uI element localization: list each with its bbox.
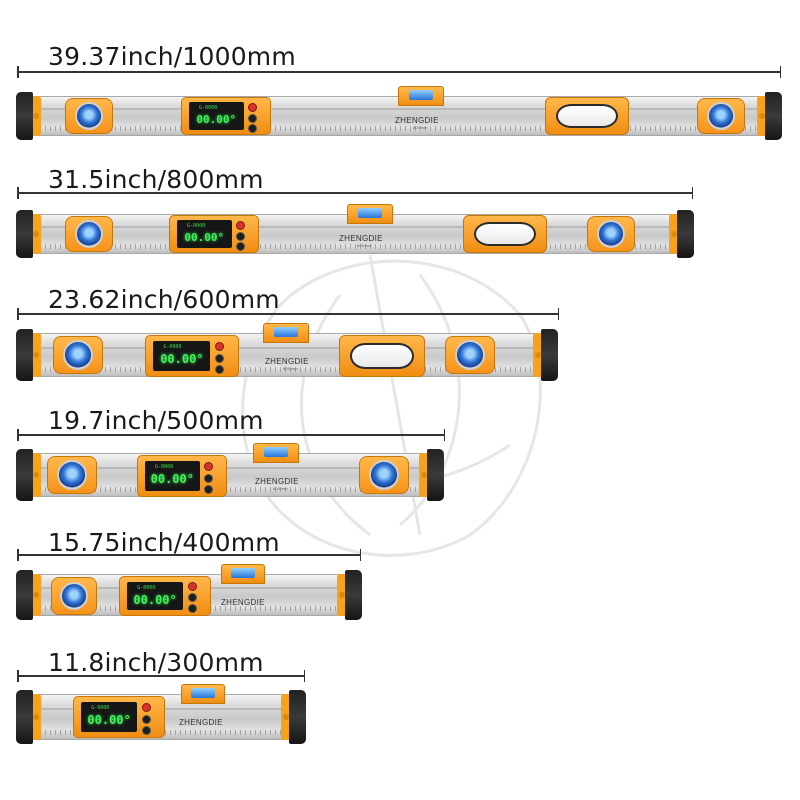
bubble-vial-right — [359, 456, 409, 494]
brand-label: ZHENGDIE — [179, 718, 223, 727]
angle-reading: 00.00° — [150, 472, 194, 487]
dimension-line — [17, 187, 693, 199]
bubble-vial-left — [65, 98, 113, 134]
grip-handle — [463, 215, 547, 253]
end-cap-right — [669, 210, 694, 258]
dimension-line — [17, 670, 305, 682]
top-vial — [398, 86, 444, 106]
top-vial — [181, 684, 225, 704]
end-cap-left — [16, 92, 41, 140]
end-cap-right — [757, 92, 782, 140]
bubble-vial-right — [697, 98, 745, 134]
mode-button[interactable] — [141, 714, 151, 724]
bubble-vial-left — [51, 577, 97, 615]
end-cap-left — [16, 210, 41, 258]
angle-reading: 00.00° — [133, 592, 177, 607]
bubble-vial-left — [47, 456, 97, 494]
end-cap-left — [16, 690, 41, 744]
size-label: 31.5inch/800mm — [48, 165, 264, 194]
power-button[interactable] — [141, 702, 151, 712]
hold-button[interactable] — [187, 604, 197, 614]
end-cap-right — [337, 570, 362, 620]
top-vial — [263, 323, 309, 343]
hold-button[interactable] — [236, 242, 246, 252]
angle-reading: 00.00° — [196, 112, 237, 126]
end-cap-right — [419, 449, 444, 501]
hold-button[interactable] — [204, 484, 214, 494]
power-button[interactable] — [204, 461, 214, 471]
end-cap-right — [533, 329, 558, 381]
hold-button[interactable] — [215, 364, 225, 374]
size-label: 39.37inch/1000mm — [48, 42, 296, 71]
angle-reading: 00.00° — [160, 352, 204, 367]
angle-reading: 00.00° — [184, 230, 225, 244]
mode-button[interactable] — [187, 593, 197, 603]
end-cap-left — [16, 570, 41, 620]
power-button[interactable] — [215, 341, 225, 351]
hold-button[interactable] — [248, 124, 258, 134]
size-label: 11.8inch/300mm — [48, 648, 264, 677]
mode-button[interactable] — [248, 114, 258, 124]
dimension-line — [17, 308, 559, 320]
angle-reading: 00.00° — [87, 713, 131, 728]
hold-button[interactable] — [141, 725, 151, 735]
power-button[interactable] — [187, 582, 197, 592]
power-button[interactable] — [236, 221, 246, 231]
size-label: 19.7inch/500mm — [48, 406, 264, 435]
dimension-line — [17, 429, 445, 441]
power-button[interactable] — [248, 103, 258, 113]
top-vial — [347, 204, 393, 224]
end-cap-left — [16, 449, 41, 501]
size-label: 15.75inch/400mm — [48, 528, 280, 557]
grip-handle — [545, 97, 629, 135]
bubble-vial-left — [53, 336, 103, 374]
size-label: 23.62inch/600mm — [48, 285, 280, 314]
dimension-line — [17, 549, 361, 561]
top-vial — [221, 564, 265, 584]
mode-button[interactable] — [215, 353, 225, 363]
end-cap-right — [281, 690, 306, 744]
mode-button[interactable] — [236, 232, 246, 242]
mode-button[interactable] — [204, 473, 214, 483]
dimension-line — [17, 66, 781, 78]
bubble-vial-right — [587, 216, 635, 252]
grip-handle — [339, 335, 425, 377]
brand-label: ZHENGDIE — [221, 598, 265, 607]
top-vial — [253, 443, 299, 463]
end-cap-left — [16, 329, 41, 381]
bubble-vial-left — [65, 216, 113, 252]
bubble-vial-right — [445, 336, 495, 374]
